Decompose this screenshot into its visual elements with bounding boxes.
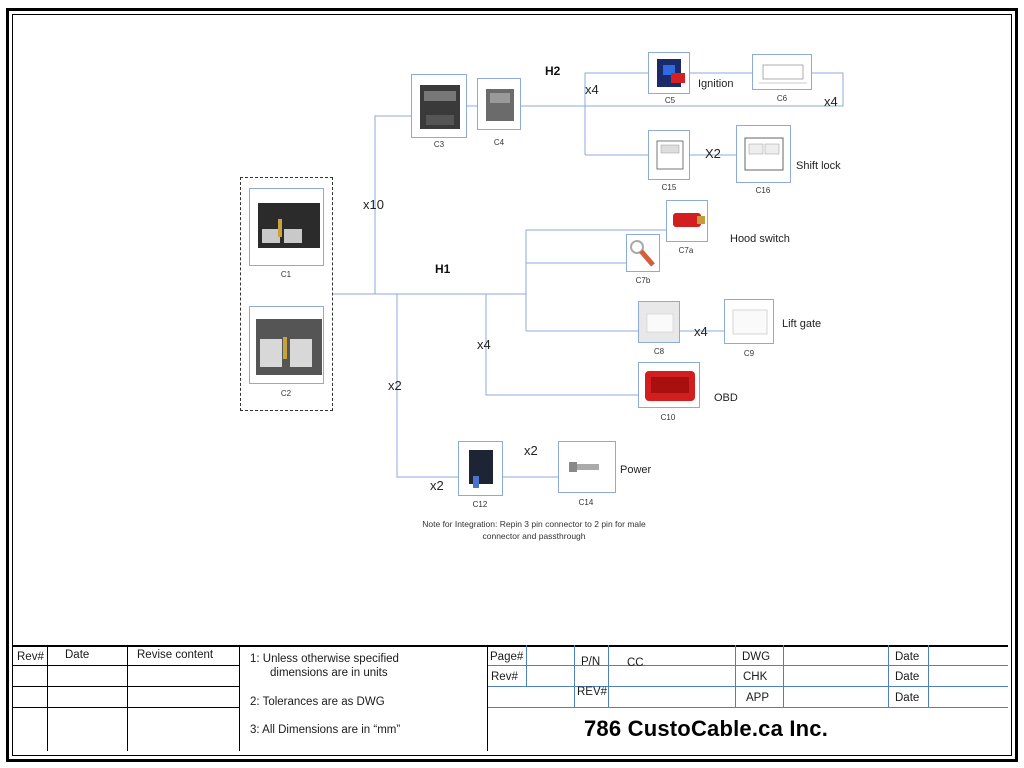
c12-label: C12 — [472, 500, 488, 509]
connector-c7b — [626, 234, 660, 272]
multiplier-c15-x2: X2 — [705, 146, 721, 161]
c8-label: C8 — [653, 347, 665, 356]
revise-content-header: Revise content — [137, 649, 214, 661]
obd-label: OBD — [714, 392, 738, 404]
rev-label-2: REV# — [577, 686, 608, 698]
c6-label: C6 — [776, 94, 788, 103]
company-name: 786 CustoCable.ca Inc. — [584, 716, 829, 741]
drawing-inner-border — [12, 14, 1012, 756]
connector-c5 — [648, 52, 690, 94]
note-2: 2: Tolerances are as DWG — [250, 696, 385, 708]
harness-h1-label: H1 — [435, 262, 451, 276]
title-block — [12, 645, 1008, 751]
c14-label: C14 — [578, 498, 594, 507]
chk-date-label: Date — [895, 671, 920, 683]
c10-label: C10 — [660, 413, 676, 422]
ignition-label: Ignition — [698, 78, 734, 90]
app-date-label: Date — [895, 692, 920, 704]
hood-switch-label: Hood switch — [730, 233, 790, 245]
power-label: Power — [620, 464, 652, 476]
connector-c6 — [752, 54, 812, 90]
multiplier-c6-x4: x4 — [824, 94, 838, 109]
dwg-date-label: Date — [895, 651, 920, 663]
note-1: 1: Unless otherwise specified — [250, 653, 399, 665]
date-header: Date — [65, 649, 90, 661]
connector-c9 — [724, 299, 774, 344]
connector-c16 — [736, 125, 791, 183]
c7b-label: C7b — [635, 276, 651, 285]
multiplier-h2-x4: x4 — [585, 82, 599, 97]
connector-c1 — [249, 188, 324, 266]
note-3: 3: All Dimensions are in “mm” — [250, 724, 401, 736]
connector-c10 — [638, 362, 700, 408]
connector-c8 — [638, 301, 680, 343]
connector-c7a — [666, 200, 708, 242]
connector-c2 — [249, 306, 324, 384]
c2-label: C2 — [280, 389, 292, 398]
c7a-label: C7a — [678, 246, 694, 255]
connector-c14 — [558, 441, 616, 493]
connector-c15 — [648, 130, 690, 180]
rev-number-label: Rev# — [491, 671, 518, 683]
drawing-outer-border — [6, 8, 1018, 762]
page-number-label: Page# — [490, 651, 524, 663]
shift-lock-label: Shift lock — [796, 160, 841, 172]
c4-label: C4 — [493, 138, 505, 147]
part-number-value: CC — [627, 657, 644, 669]
multiplier-x2-vertical: x2 — [388, 378, 402, 393]
dwg-label: DWG — [742, 651, 771, 663]
c16-label: C16 — [755, 186, 771, 195]
c1-label: C1 — [280, 270, 292, 279]
multiplier-c8-x4: x4 — [694, 324, 708, 339]
c3-label: C3 — [433, 140, 445, 149]
part-number-label: P/N — [581, 656, 601, 668]
chk-label: CHK — [743, 671, 768, 683]
harness-h2-label: H2 — [545, 64, 561, 78]
c15-label: C15 — [661, 183, 677, 192]
app-label: APP — [746, 692, 770, 704]
multiplier-x10: x10 — [363, 197, 384, 212]
connector-c4 — [477, 78, 521, 130]
c5-label: C5 — [664, 96, 676, 105]
multiplier-c14-x2: x2 — [524, 443, 538, 458]
lift-gate-label: Lift gate — [782, 318, 822, 330]
multiplier-c12-x2: x2 — [430, 478, 444, 493]
c1-c2-group-box — [240, 177, 333, 411]
connector-c12 — [458, 441, 503, 496]
rev-header: Rev# — [17, 651, 44, 663]
integration-note: Note for Integration: Repin 3 pin connec… — [422, 519, 646, 541]
c9-label: C9 — [743, 349, 755, 358]
note-1b: dimensions are in units — [270, 667, 388, 679]
connector-c3 — [411, 74, 467, 138]
multiplier-h1-x4: x4 — [477, 337, 491, 352]
